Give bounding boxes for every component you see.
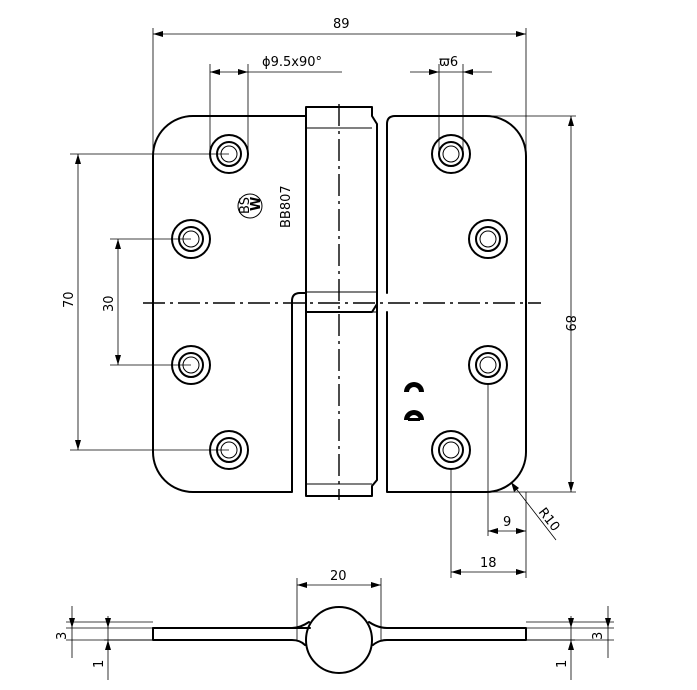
dim-hole-diameter: ϖ6 [410,55,492,150]
dim-text-20: 20 [330,569,347,584]
right-leaf-outline [386,115,527,493]
dim-text-right-1: 1 [555,660,570,668]
dim-text-9: 9 [503,515,511,530]
dim-text-18: 18 [480,556,497,571]
hole-right-2 [468,219,508,259]
dim-side-left: 3 1 [55,606,153,680]
dim-text-70: 70 [62,291,77,308]
side-view [104,606,575,674]
side-right-leaf [368,621,527,646]
dim-edge-offset-9: 9 [487,384,527,578]
front-view: BS W BB807 [143,104,541,500]
hole-right-1 [431,134,471,174]
dim-hole-span-70: 70 [62,153,229,451]
dim-hole-span-30: 30 [102,238,191,366]
dim-text-left-1: 1 [92,660,107,668]
left-leaf-outline [152,115,307,493]
ce-mark [404,382,424,421]
dim-text-30: 30 [102,295,117,312]
side-left-leaf-top [152,621,310,629]
dim-text-right-3: 3 [591,632,606,640]
dim-text-left-3: 3 [55,632,70,640]
side-knuckle-circle [305,606,373,674]
dim-side-right: 3 1 [526,606,614,680]
logo-text-bottom: W [249,197,264,211]
dim-text-hole-diameter: ϖ6 [439,55,458,70]
hinge-knuckle [305,106,378,313]
side-left-leaf [152,627,311,646]
dim-countersink: ϕ9.5x90° [209,55,342,150]
dim-text-countersink: ϕ9.5x90° [262,55,322,70]
logo-text-top: BS [238,197,253,214]
dim-overall-height: 89 [486,115,577,493]
dim-text-overall-width: 89 [333,17,350,32]
bs-standard-logo: BS W BB807 [237,185,294,228]
dim-text-overall-height: 89 [562,315,577,332]
dim-edge-offset-18: 18 [450,469,526,578]
dim-overall-width: 89 [152,17,527,150]
dim-knuckle-diameter: 20 [296,569,382,640]
standard-code: BB807 [279,185,294,228]
dim-text-corner-radius: R10 [535,505,563,534]
hinge-knuckle-lower [305,303,378,497]
hole-right-4 [431,430,471,470]
hole-right-3 [468,345,508,385]
